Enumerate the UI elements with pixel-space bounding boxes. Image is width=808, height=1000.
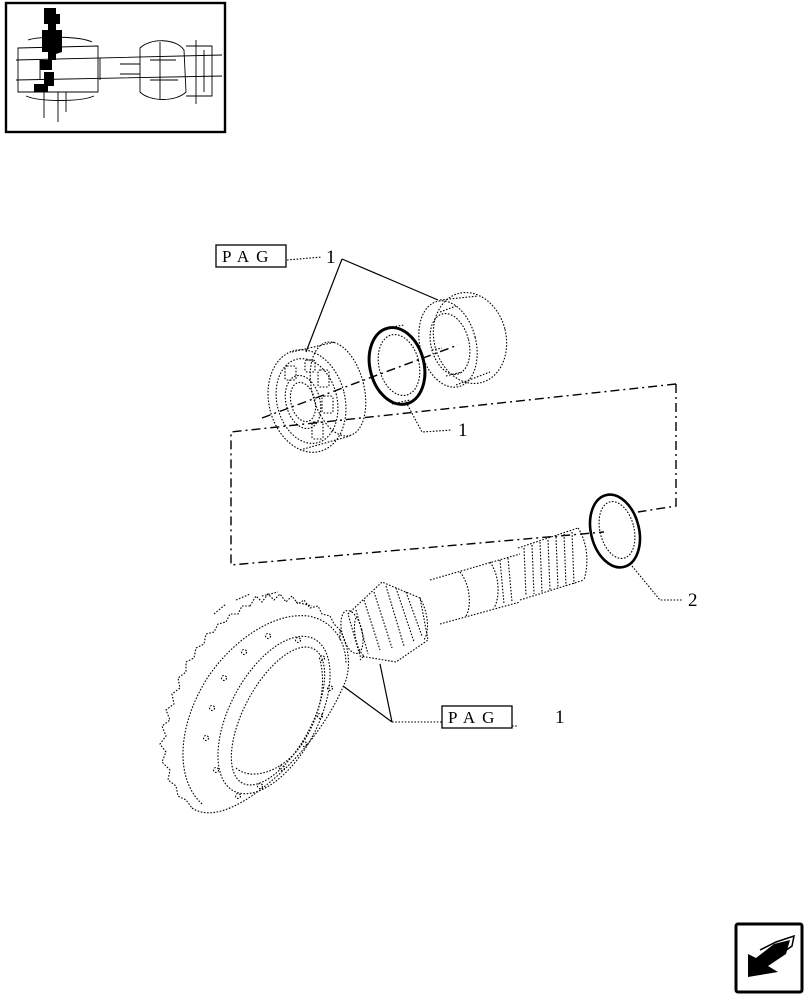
pag-reference-bottom[interactable]: PAG xyxy=(441,705,513,729)
pinion-shaft xyxy=(419,527,588,641)
seal-ring-1 xyxy=(367,324,427,406)
ring-2 xyxy=(588,493,642,569)
callout-number-ring: 2 xyxy=(688,590,698,611)
roller-bearing xyxy=(267,341,367,453)
callout-number-seal: 1 xyxy=(458,420,468,441)
pag-reference-top[interactable]: PAG xyxy=(215,244,287,268)
next-page-arrow-icon[interactable] xyxy=(734,922,804,994)
callout-number-top: 1 xyxy=(326,247,336,268)
pinion-gear xyxy=(340,581,429,663)
axle-locator-thumbnail[interactable] xyxy=(4,1,227,134)
pag-box-text-bottom: PAG xyxy=(448,708,501,727)
crown-gear xyxy=(159,591,349,814)
pag-box-text-top: PAG xyxy=(222,247,275,266)
callout-number-bottom: 1 xyxy=(555,707,565,728)
assembly-axis-line xyxy=(230,344,677,566)
bearing-cup xyxy=(418,291,508,388)
